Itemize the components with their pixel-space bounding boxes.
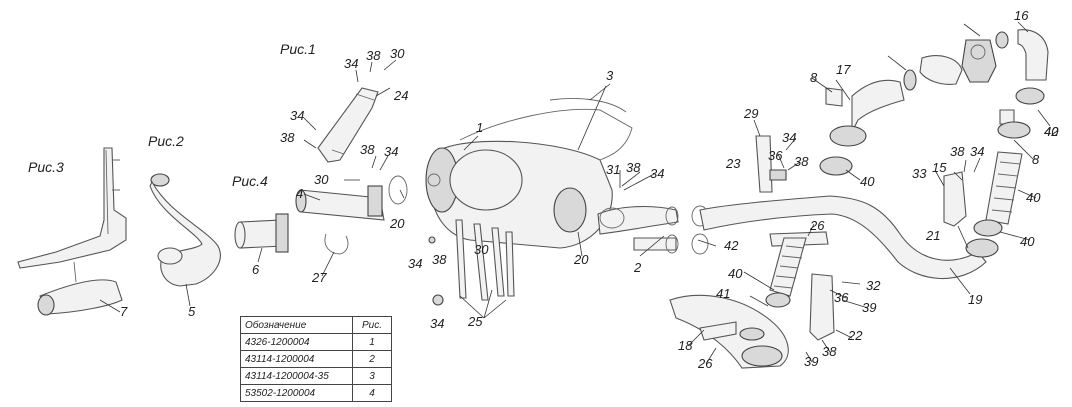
caption-fig2: Рис.2 <box>148 133 184 149</box>
callout-30c: 30 <box>474 242 489 257</box>
designation-cell: 4326-1200004 <box>240 333 353 351</box>
callout-19: 19 <box>968 292 982 307</box>
table-row: 4326-1200004 1 <box>240 333 392 351</box>
callout-30a: 30 <box>390 46 405 61</box>
callout-38a: 38 <box>366 48 381 63</box>
callout-15: 15 <box>932 160 947 175</box>
callout-39a: 40 <box>728 266 743 281</box>
caption-fig4: Рис.4 <box>232 173 268 189</box>
figure-cell: 1 <box>352 333 392 351</box>
callout-29: 29 <box>743 106 758 121</box>
callout-40c: 40 <box>1020 234 1035 249</box>
fig4-flange-pipe <box>234 213 289 253</box>
callout-21: 21 <box>925 228 940 243</box>
fig2-bent-pipe <box>149 173 221 287</box>
callout-36b: 38 <box>822 344 837 359</box>
lower-pipe-18 <box>669 294 789 369</box>
caption-fig1: Рис.1 <box>280 41 316 57</box>
table-header-row: Обозначение Рис. <box>240 316 392 334</box>
callout-41: 42 <box>724 238 739 253</box>
callout-36a: 36 <box>768 148 783 163</box>
callout-34g: 34 <box>782 130 796 145</box>
callout-32: 32 <box>866 278 881 293</box>
callout-40b: 40 <box>860 174 875 189</box>
callout-26b: 26 <box>697 356 713 371</box>
table-row: 43114-1200004 2 <box>240 350 392 368</box>
callout-40d: 41 <box>716 286 730 301</box>
callout-34f: 34 <box>650 166 664 181</box>
table-row: 43114-1200004-35 3 <box>240 367 392 385</box>
fig3-assembly <box>17 147 127 316</box>
figure-captions: Рис.1 Рис.2 Рис.3 Рис.4 <box>28 41 316 189</box>
callout-38h: 39 <box>862 300 876 315</box>
callout-25: 25 <box>467 314 483 329</box>
callout-38d: 38 <box>432 252 447 267</box>
callout-labels: 1 2 3 4 5 6 7 8 8 15 16 17 18 19 20 20 2… <box>120 8 1059 371</box>
callout-8b: 8 <box>1032 152 1040 167</box>
callout-23: 23 <box>725 156 741 171</box>
callout-6: 6 <box>252 262 260 277</box>
callout-40e: 42 <box>1044 124 1059 139</box>
designation-table: Обозначение Рис. 4326-1200004 1 43114-12… <box>240 316 392 402</box>
callout-7: 7 <box>120 304 128 319</box>
callout-38c: 38 <box>360 142 375 157</box>
callout-8a: 8 <box>810 70 818 85</box>
callout-38f: 38 <box>794 154 809 169</box>
callout-34i: 36 <box>834 290 849 305</box>
brackets-right <box>755 135 967 341</box>
callout-38i: 39 <box>804 354 818 369</box>
figure-header: Рис. <box>352 316 392 334</box>
caption-fig3: Рис.3 <box>28 159 64 175</box>
callout-38b: 38 <box>280 130 295 145</box>
callout-2: 2 <box>633 260 642 275</box>
callout-30b: 30 <box>314 172 329 187</box>
callout-20a: 20 <box>389 216 405 231</box>
callout-34a: 34 <box>344 56 358 71</box>
leader-lines <box>99 21 1051 365</box>
designation-cell: 43114-1200004-35 <box>240 367 353 385</box>
flex-hoses <box>765 87 1045 308</box>
figure-cell: 3 <box>352 367 392 385</box>
callout-20b: 20 <box>573 252 589 267</box>
callout-38e: 38 <box>626 160 641 175</box>
callout-18: 18 <box>678 338 693 353</box>
callout-27: 27 <box>311 270 327 285</box>
muffler-assembly <box>425 98 709 255</box>
designation-cell: 43114-1200004 <box>240 350 353 368</box>
callout-34h: 34 <box>970 144 984 159</box>
callout-34c: 34 <box>384 144 398 159</box>
callout-34d: 34 <box>408 256 422 271</box>
callout-26a: 26 <box>809 218 825 233</box>
callout-38g: 38 <box>950 144 965 159</box>
main-pipe-19 <box>699 195 987 280</box>
callout-16: 16 <box>1014 8 1029 23</box>
callout-39b: 40 <box>1026 190 1041 205</box>
callout-3: 3 <box>606 68 614 83</box>
figure-cell: 4 <box>352 384 392 402</box>
callout-34b: 34 <box>290 108 304 123</box>
callout-4: 4 <box>296 186 303 201</box>
table-row: 53502-1200004 4 <box>240 384 392 402</box>
callout-1: 1 <box>476 120 483 135</box>
designation-header: Обозначение <box>240 316 353 334</box>
callout-5: 5 <box>188 304 196 319</box>
fig1-bracket-and-pipe <box>295 87 408 255</box>
callout-34e: 34 <box>430 316 444 331</box>
figure-cell: 2 <box>352 350 392 368</box>
upper-pipework <box>825 29 1049 147</box>
callout-17: 17 <box>836 62 851 77</box>
strap-set <box>428 219 515 306</box>
callout-40a: 40 <box>1044 124 1059 139</box>
callout-22: 22 <box>847 328 863 343</box>
callout-33: 33 <box>912 166 927 181</box>
callout-24: 24 <box>393 88 408 103</box>
designation-cell: 53502-1200004 <box>240 384 353 402</box>
callout-31: 31 <box>606 162 620 177</box>
